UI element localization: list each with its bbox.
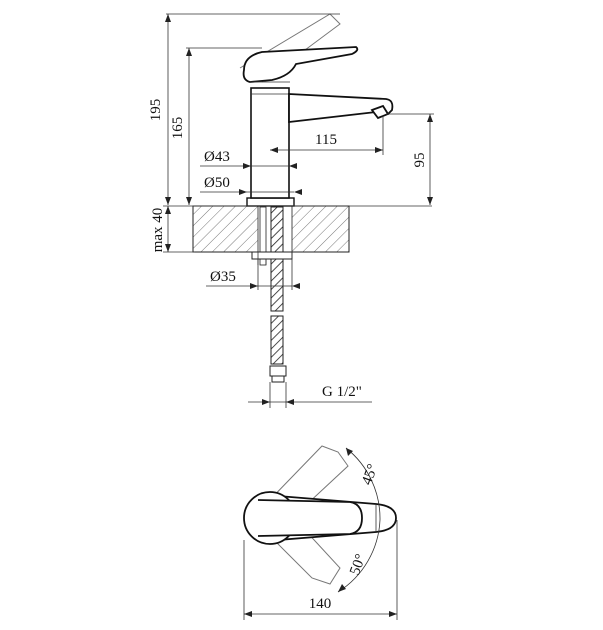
lever-top	[257, 499, 363, 537]
side-dimensions: 195 165 115 95 Ø43 Ø50	[148, 13, 434, 408]
hose-fitting	[269, 365, 287, 377]
dim-spout-reach: 115	[315, 132, 337, 148]
dim-max-mount: max 40	[150, 208, 166, 253]
dim-spout-height: 95	[412, 153, 428, 168]
faucet-base	[246, 197, 295, 207]
side-view	[192, 13, 394, 383]
dim-angle-upper: 45°	[359, 462, 381, 487]
lever-ghost-up	[261, 445, 349, 521]
dim-hole-diameter: Ø35	[210, 269, 236, 285]
top-dimensions: 140	[243, 520, 398, 620]
lever-handle	[242, 46, 359, 83]
dim-height-total: 195	[148, 99, 164, 122]
dim-body-diameter: Ø43	[204, 149, 230, 165]
top-view: 45° 50°	[243, 445, 397, 593]
dim-base-diameter: Ø50	[204, 175, 230, 191]
flex-hose-lower	[270, 315, 284, 365]
lever-ghost-down	[261, 515, 341, 585]
dim-height-spout: 165	[170, 117, 186, 140]
dim-angle-lower: 50°	[347, 552, 369, 577]
mounting-stud	[259, 206, 267, 266]
faucet-body	[250, 87, 290, 199]
dim-connection-thread: G 1/2"	[322, 384, 362, 400]
dim-width: 140	[309, 596, 332, 612]
